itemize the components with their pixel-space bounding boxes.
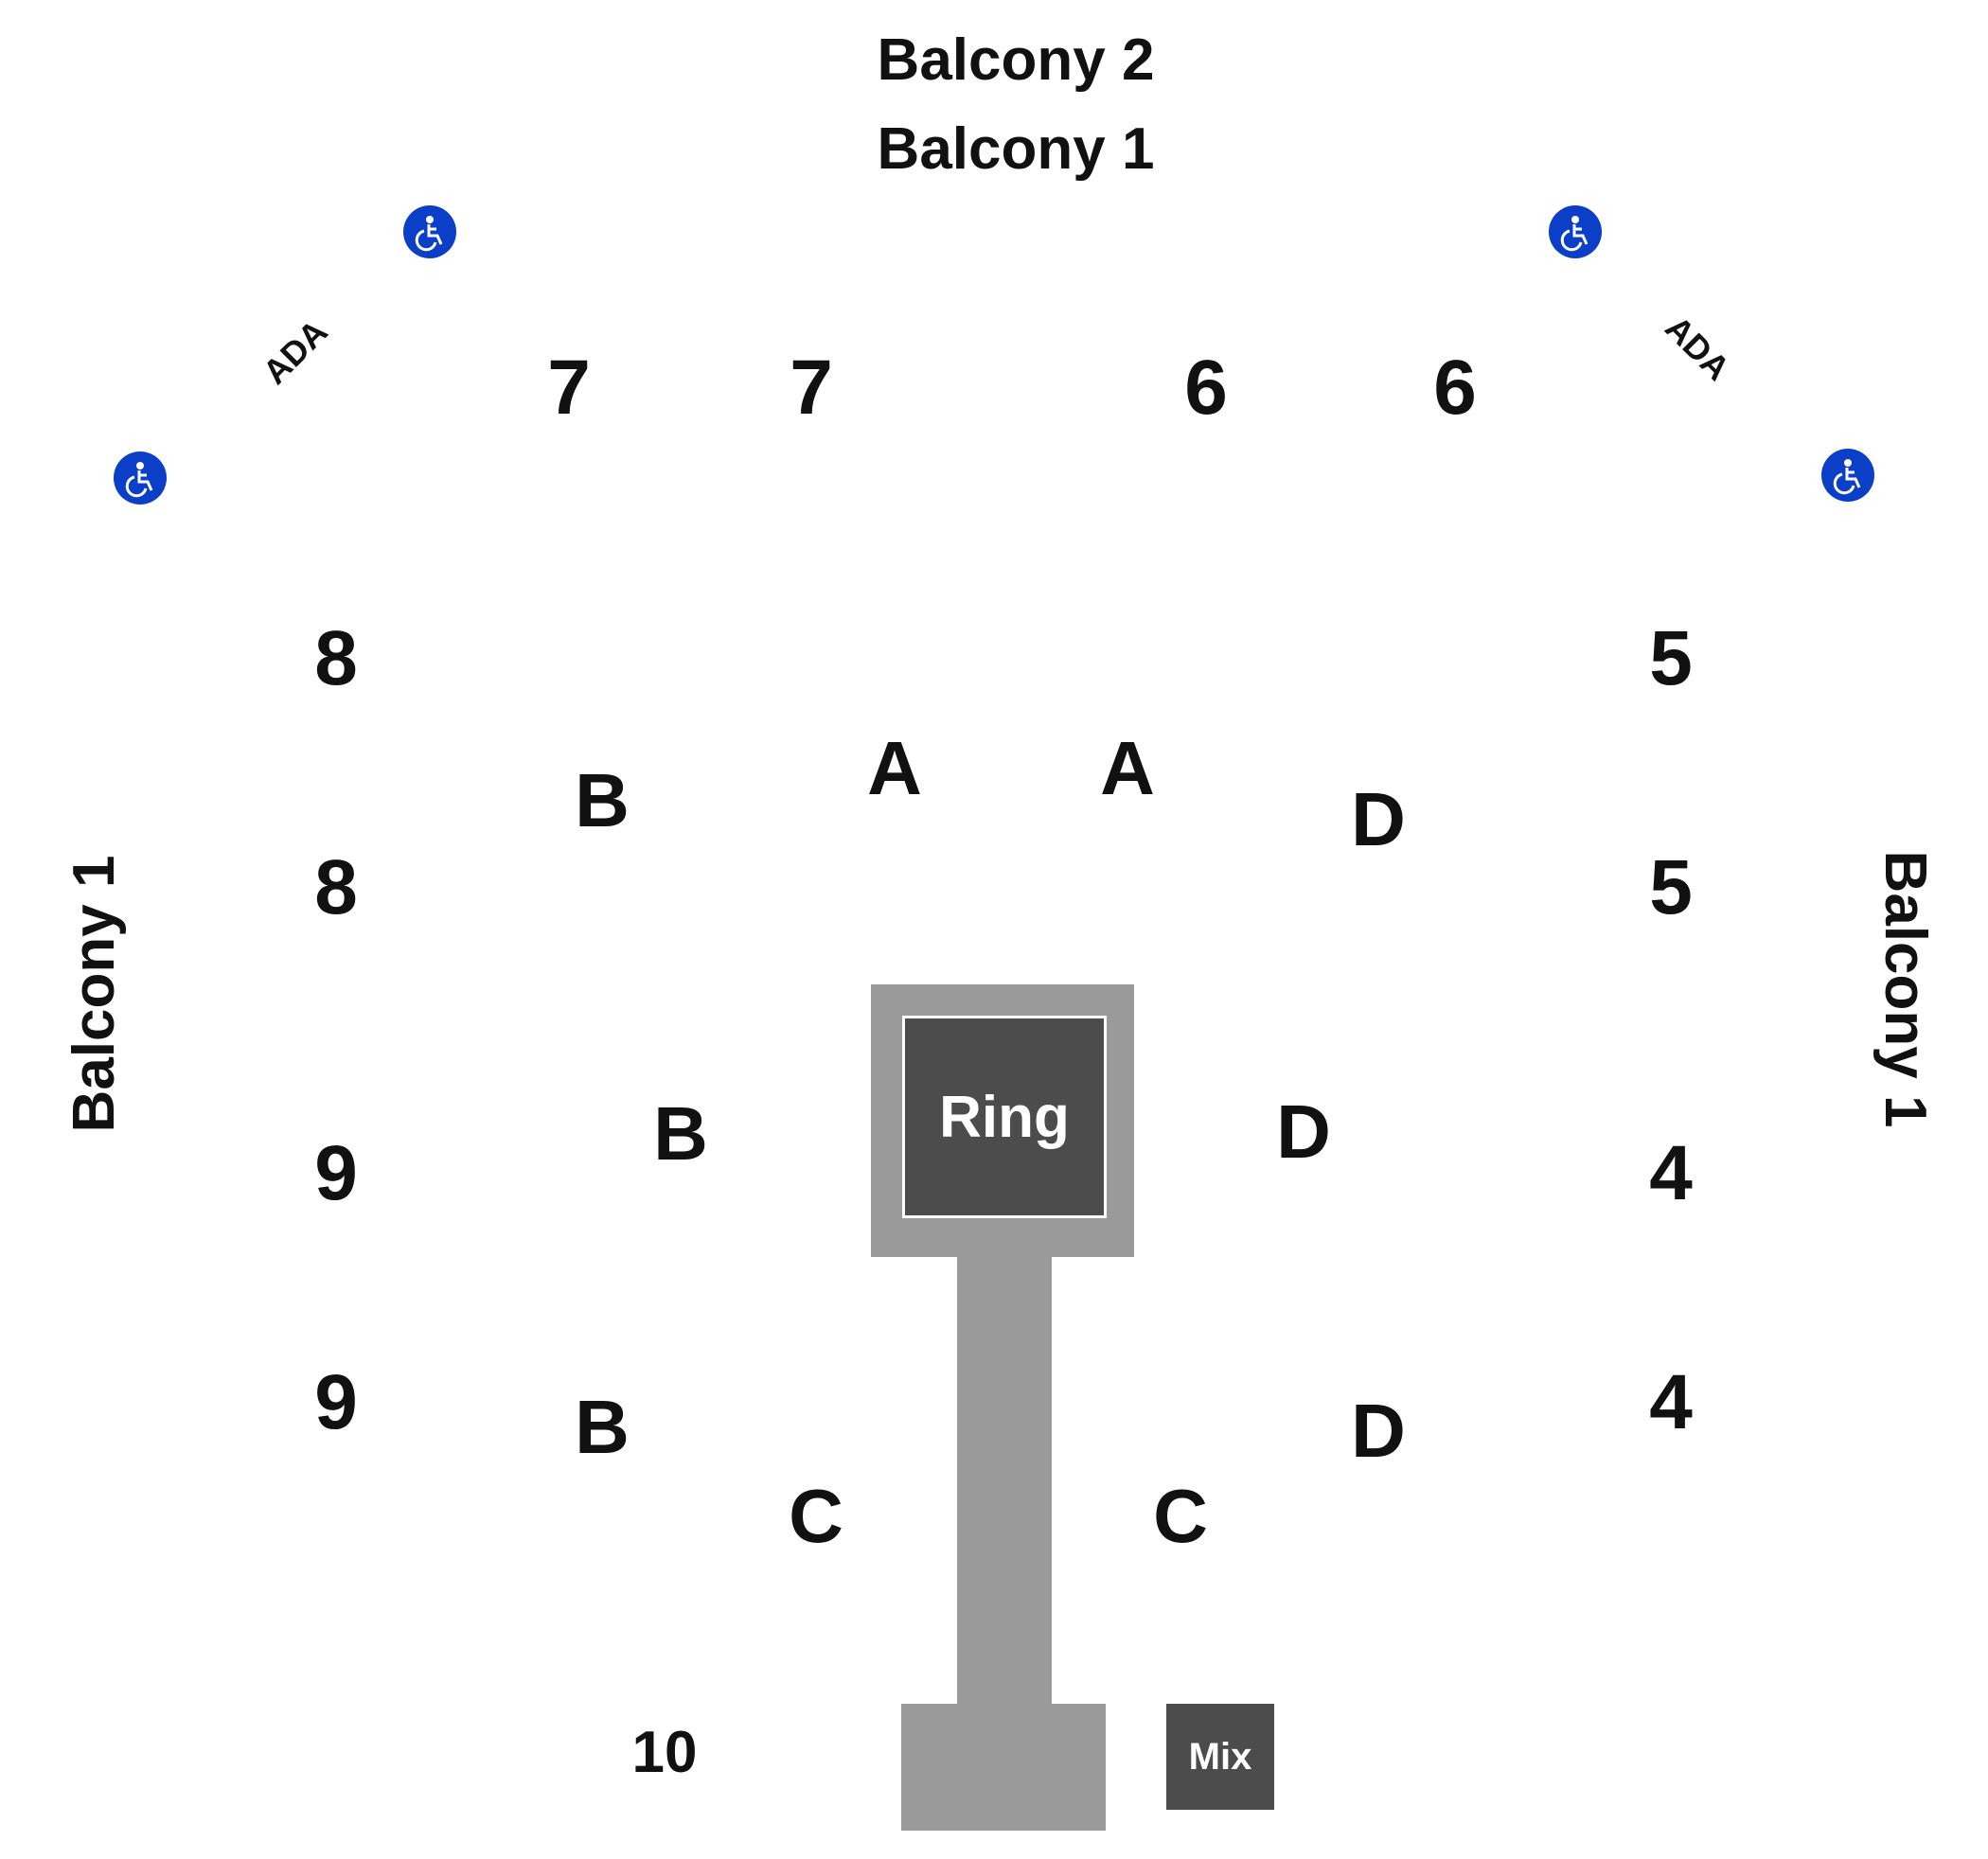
ada-left-label[interactable]: ADA [255,311,335,392]
entrance-ramp [957,1255,1052,1706]
section-7-right[interactable]: 7 [790,345,833,431]
balcony-1-right-label[interactable]: Balcony 1 [1873,850,1938,1128]
section-d-top[interactable]: D [1351,777,1406,861]
wheelchair-icon[interactable] [1821,449,1874,502]
wheelchair-icon[interactable] [114,451,167,505]
section-b-middle[interactable]: B [653,1091,708,1176]
section-6-left[interactable]: 6 [1184,345,1228,431]
section-5-bottom[interactable]: 5 [1649,844,1693,930]
section-4-top[interactable]: 4 [1649,1130,1693,1216]
entrance-stage [901,1704,1106,1831]
wheelchair-icon[interactable] [1549,205,1602,258]
ring[interactable]: Ring [902,1016,1107,1218]
section-7-left[interactable]: 7 [547,345,591,431]
section-d-bottom[interactable]: D [1351,1389,1406,1473]
section-8-top[interactable]: 8 [314,615,358,701]
balcony-1-left-label[interactable]: Balcony 1 [62,855,127,1133]
ada-right-label[interactable]: ADA [1658,308,1738,388]
section-c-left[interactable]: C [789,1474,843,1558]
section-8-bottom[interactable]: 8 [314,844,358,930]
section-a-right[interactable]: A [1100,726,1155,810]
ring-label: Ring [939,1084,1070,1150]
section-9-bottom[interactable]: 9 [314,1359,358,1445]
balcony-2-label[interactable]: Balcony 2 [877,27,1155,93]
section-a-left[interactable]: A [867,726,922,810]
section-b-bottom[interactable]: B [575,1385,630,1469]
section-d-middle[interactable]: D [1276,1089,1331,1174]
section-9-top[interactable]: 9 [314,1130,358,1216]
section-b-top[interactable]: B [575,758,630,842]
balcony-1-top-label[interactable]: Balcony 1 [877,116,1155,182]
section-10[interactable]: 10 [631,1720,698,1785]
section-c-right[interactable]: C [1153,1474,1208,1558]
mix-position[interactable]: Mix [1166,1704,1274,1810]
mix-label: Mix [1188,1735,1252,1778]
wheelchair-icon[interactable] [403,205,456,258]
section-5-top[interactable]: 5 [1649,615,1693,701]
section-6-right[interactable]: 6 [1433,345,1477,431]
section-4-bottom[interactable]: 4 [1649,1359,1693,1445]
